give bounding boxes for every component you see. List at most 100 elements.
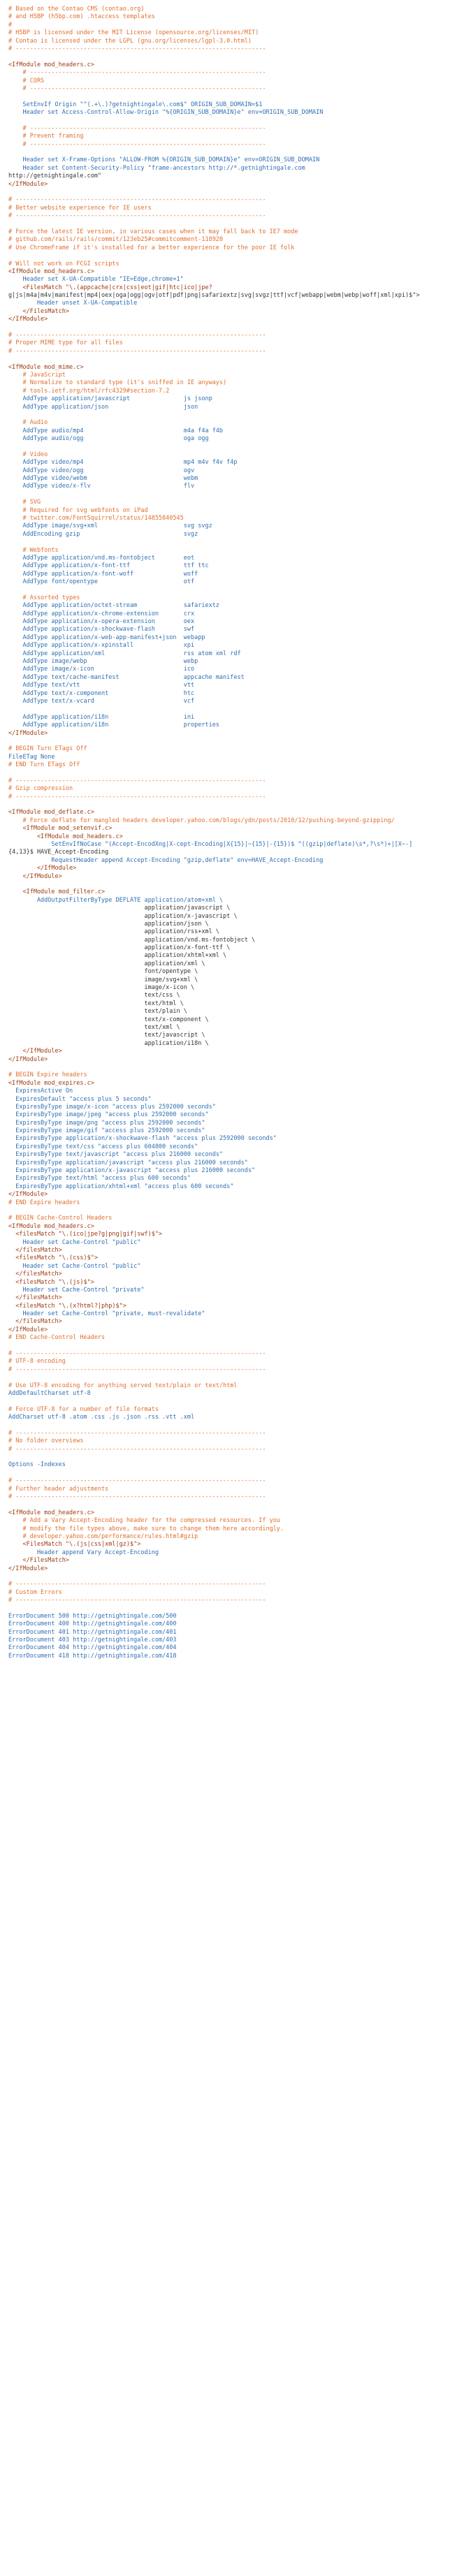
code-line: ExpiresByType application/x-javascript "…	[8, 1167, 256, 1175]
code-line	[8, 117, 464, 124]
code-line: application/xhtml+xml \	[8, 952, 227, 960]
code-line: # tools.ietf.org/html/rfc4329#section-7.…	[8, 387, 170, 395]
code-line: </filesMatch>	[8, 1271, 62, 1278]
code-line: ExpiresDefault "access plus 5 seconds"	[8, 1095, 152, 1103]
code-line	[8, 1374, 464, 1382]
code-line	[8, 705, 464, 713]
code-line: AddType application/x-web-app-manifest+j…	[8, 634, 205, 641]
code-line: <IfModule mod_filter.c>	[8, 888, 106, 896]
code-line	[8, 1573, 464, 1581]
code-line: ErrorDocument 401 http://getnightingale.…	[8, 1628, 177, 1636]
code-line: AddType application/vnd.ms-fontobject eo…	[8, 554, 195, 562]
code-line	[8, 1207, 464, 1215]
code-line: # Normalize to standard type (it's sniff…	[8, 379, 227, 387]
code-line	[8, 1605, 464, 1613]
code-line: # Add a Vary Accept-Encoding header for …	[8, 1517, 280, 1525]
code-line	[8, 356, 464, 363]
code-line: # Contao is licensed under the LGPL (gnu…	[8, 37, 252, 45]
code-line: ExpiresByType image/x-icon "access plus …	[8, 1103, 216, 1111]
code-line: AddType font/opentype otf	[8, 578, 195, 586]
code-line: # --------------------------------------…	[8, 1350, 266, 1358]
code-line: <IfModule mod_setenvif.c>	[8, 825, 113, 833]
code-line: # JavaScript	[8, 371, 66, 379]
code-line: # Force deflate for mangled headers deve…	[8, 817, 395, 824]
code-line: AddType application/x-font-woff woff	[8, 570, 198, 578]
code-line: # --------------------------------------…	[8, 85, 266, 92]
code-line: ErrorDocument 403 http://getnightingale.…	[8, 1637, 177, 1644]
code-line: <IfModule mod_headers.c>	[8, 833, 123, 840]
code-line	[8, 221, 464, 228]
code-line: # --------------------------------------…	[8, 347, 266, 355]
code-line: # --------------------------------------…	[8, 1597, 266, 1604]
code-line	[8, 189, 464, 196]
code-line	[8, 1398, 464, 1405]
code-line: # --------------------------------------…	[8, 45, 266, 52]
code-line: # Required for svg webfonts on iPad	[8, 506, 148, 514]
code-line: # Webfonts	[8, 546, 59, 554]
code-line: # --------------------------------------…	[8, 212, 266, 220]
code-line: AddType application/javascript js jsonp	[8, 395, 212, 403]
code-line: # --------------------------------------…	[8, 1477, 266, 1485]
code-line: </IfModule>	[8, 1565, 48, 1572]
code-line: AddType application/i18n properties	[8, 722, 219, 729]
code-line: SetEnvIf Origin "^(.+\.)?getnightingale\…	[8, 101, 263, 108]
code-line: # BEGIN Cache-Control Headers	[8, 1215, 113, 1222]
code-line: AddCharset utf-8 .atom .css .js .json .r…	[8, 1414, 195, 1421]
code-line: <IfModule mod_mime.c>	[8, 363, 84, 371]
code-line: ExpiresByType text/css "access plus 6048…	[8, 1143, 198, 1150]
code-line: # --------------------------------------…	[8, 793, 266, 800]
code-line: AddType application/json json	[8, 403, 198, 411]
code-line: application/x-font-ttf \	[8, 944, 231, 952]
code-line: # Video	[8, 451, 48, 458]
code-line: # BEGIN Expire headers	[8, 1071, 87, 1079]
code-line: AddType image/webp webp	[8, 658, 198, 666]
code-line: AddType video/ogg ogv	[8, 467, 195, 474]
code-line: ExpiresActive On	[8, 1088, 73, 1095]
code-line: <filesMatch "\.(ico|jpe?g|png|gif|swf)$"…	[8, 1231, 163, 1238]
code-line: # --------------------------------------…	[8, 140, 266, 148]
code-line: # Use UTF-8 encoding for anything served…	[8, 1382, 238, 1389]
code-line: ExpiresByType image/png "access plus 259…	[8, 1119, 205, 1127]
code-line: <FilesMatch "\.(js|css|xml|gz)$">	[8, 1541, 141, 1549]
code-line: AddDefaultCharset utf-8	[8, 1389, 91, 1397]
code-line: # --------------------------------------…	[8, 1493, 266, 1501]
code-line: AddType application/octet-stream safarie…	[8, 602, 219, 610]
code-line	[8, 149, 464, 156]
code-line: </filesMatch>	[8, 1294, 62, 1302]
code-line: # --------------------------------------…	[8, 196, 266, 204]
code-line: FileETag None	[8, 753, 55, 761]
code-line: image/svg+xml \	[8, 976, 198, 983]
code-line: AddType image/svg+xml svg svgz	[8, 522, 212, 530]
code-line	[8, 881, 464, 888]
code-line: application/rss+xml \	[8, 928, 219, 936]
code-line: AddType application/i18n ini	[8, 713, 195, 721]
code-line: # --------------------------------------…	[8, 1445, 266, 1453]
code-line: AddType application/x-chrome-extension c…	[8, 610, 195, 617]
code-line	[8, 1422, 464, 1430]
code-line	[8, 1470, 464, 1477]
code-line: AddType audio/mp4 m4a f4a f4b	[8, 427, 224, 434]
code-line: # Will not work on FCGI scripts	[8, 260, 119, 268]
code-line	[8, 93, 464, 101]
code-line: application/json \	[8, 920, 209, 928]
code-line: # BEGIN Turn ETags Off	[8, 745, 87, 753]
code-line: # Force UTF-8 for a number of file forma…	[8, 1405, 159, 1413]
code-line	[8, 324, 464, 332]
code-line: AddType application/x-opera-extension oe…	[8, 618, 195, 626]
code-line: # Better website experience for IE users	[8, 204, 152, 212]
code-line: AddType video/mp4 mp4 m4v f4v f4p	[8, 459, 238, 467]
code-line: </IfModule>	[8, 1048, 62, 1055]
code-line: text/html \	[8, 1000, 184, 1007]
code-line: application/vnd.ms-fontobject \	[8, 936, 256, 944]
code-line: ExpiresByType application/x-shockwave-fl…	[8, 1135, 277, 1143]
code-line	[8, 587, 464, 594]
code-line: <filesMatch "\.(css)$">	[8, 1254, 98, 1262]
code-line: AddType image/x-icon ico	[8, 666, 195, 673]
code-line: Header unset X-UA-Compatible	[8, 300, 138, 307]
code-line: Header set X-Frame-Options "ALLOW-FROM %…	[8, 156, 320, 164]
code-line: Options -Indexes	[8, 1461, 66, 1469]
code-line: # --------------------------------------…	[8, 777, 266, 784]
code-line: application/xml \	[8, 960, 205, 967]
code-line: # Use ChromeFrame if it's installed for …	[8, 244, 295, 251]
code-line: </filesMatch>	[8, 1318, 62, 1326]
